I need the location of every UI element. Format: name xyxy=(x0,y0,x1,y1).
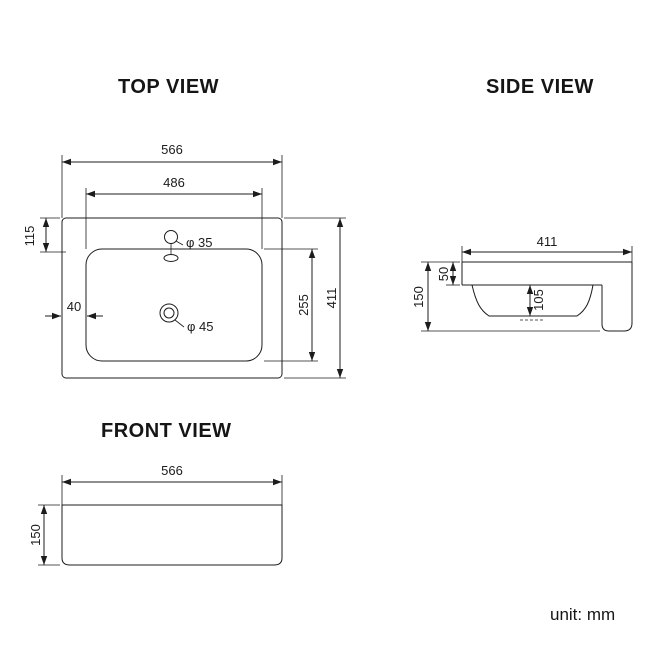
side-bowl-profile xyxy=(471,284,594,317)
side-view-drawing: 411 50 150 105 xyxy=(411,234,633,332)
side-basin-outline-group xyxy=(461,261,633,332)
side-front-lip xyxy=(601,262,633,332)
front-view-title: FRONT VIEW xyxy=(101,420,232,442)
top-view-title: TOP VIEW xyxy=(118,76,220,98)
top-dim-overall-depth-group: 411 xyxy=(284,217,346,379)
side-dim-depth: 411 xyxy=(537,234,558,249)
top-basin-inner-outline xyxy=(85,248,263,362)
top-view-drawing: 566 486 115 40 xyxy=(22,142,346,379)
side-dim-rim-height: 50 xyxy=(436,267,451,281)
side-dim-overall-height-group: 150 xyxy=(411,262,600,332)
drain-label-leader xyxy=(174,319,185,328)
top-dim-inner-depth: 255 xyxy=(296,294,311,316)
top-dim-tap-offset: 115 xyxy=(22,226,37,247)
front-basin-outline xyxy=(61,504,283,566)
side-view-title: SIDE VIEW xyxy=(486,76,594,98)
side-dim-overall-height: 150 xyxy=(411,286,426,308)
top-label-drain-hole: φ 45 xyxy=(187,319,214,334)
top-dim-rim-width: 40 xyxy=(67,299,81,314)
top-dim-inner-width: 486 xyxy=(163,175,185,190)
side-dim-bowl-depth-group: 105 xyxy=(526,285,546,316)
top-dim-overall-depth: 411 xyxy=(324,288,339,309)
top-basin-outline-group xyxy=(61,217,283,379)
side-dim-rim-height-group: 50 xyxy=(421,261,460,286)
side-dim-depth-group: 411 xyxy=(461,234,633,262)
top-dim-inner-width-group: 486 xyxy=(85,175,263,249)
tap-hole-circle xyxy=(164,230,178,244)
top-dim-rim-width-group: 40 xyxy=(45,299,103,320)
top-dim-overall-width: 566 xyxy=(161,142,183,157)
front-dim-overall-height: 150 xyxy=(28,524,43,546)
top-dim-overall-width-group: 566 xyxy=(61,142,283,218)
top-label-tap-hole: φ 35 xyxy=(186,235,213,250)
side-dim-bowl-depth: 105 xyxy=(531,289,546,311)
front-dim-overall-height-group: 150 xyxy=(28,504,60,566)
front-dim-overall-width-group: 566 xyxy=(61,463,283,505)
drain-circle-inner xyxy=(163,307,175,319)
overflow-slot xyxy=(163,254,179,262)
drain-circle-outer xyxy=(159,303,179,323)
front-dim-overall-width: 566 xyxy=(161,463,183,478)
top-dim-inner-depth-group: 255 xyxy=(264,248,318,362)
tap-label-leader xyxy=(175,240,184,246)
top-basin-outer-outline xyxy=(61,217,283,379)
unit-label: unit: mm xyxy=(550,605,616,624)
front-view-drawing: 566 150 xyxy=(28,463,283,566)
top-dim-tap-offset-group: 115 xyxy=(22,217,66,253)
